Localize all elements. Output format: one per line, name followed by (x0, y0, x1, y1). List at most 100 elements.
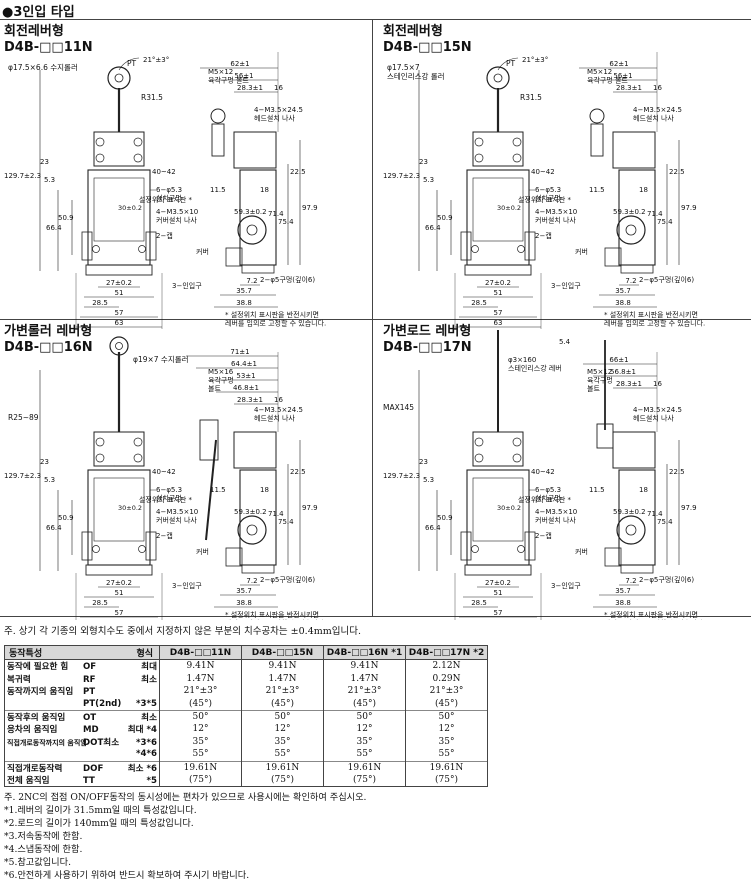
pt-label: PT (127, 59, 137, 68)
drawing-circle (133, 153, 143, 163)
dimension-label: 75.4 (657, 518, 673, 526)
radius-label: R31.5 (520, 93, 542, 102)
dimension-label: 18 (639, 186, 648, 194)
dimension-label: 71.4 (647, 510, 663, 518)
screw-label: 육각구멍 볼트 (208, 76, 249, 85)
spec-label-part: RF (83, 674, 96, 685)
drawing-circle (474, 437, 484, 447)
drawing-outline (464, 564, 532, 576)
spec-value: 19.61N (241, 760, 324, 774)
dimension-label: 97.9 (681, 204, 697, 212)
dimension-label: 22.5 (290, 168, 306, 176)
dimension-label: 22.5 (669, 168, 685, 176)
drawing-circle (471, 545, 479, 553)
spec-label-part: 전체 움직임 (7, 775, 50, 786)
dimension-label: 66±1 (609, 356, 628, 364)
spec-value: 21°±3° (405, 684, 488, 698)
dimension-label: 커버설치 나사 (535, 216, 576, 225)
dimension-label: 75.4 (657, 218, 673, 226)
dimension-label: 63 (115, 619, 124, 620)
dimension-label: 6−φ5.3 (535, 486, 561, 494)
grid-line (0, 19, 751, 20)
spec-label-part: *5 (146, 775, 157, 786)
side-note: * 설정위치 표시판을 반전시키면 (604, 310, 698, 319)
drawing-circle (471, 245, 479, 253)
drawing-outline (85, 564, 153, 576)
dimension-label: 2−캡 (156, 532, 173, 540)
dimension-label: 18 (260, 486, 269, 494)
drawing-outline (604, 247, 622, 267)
dimension-label: 35.7 (615, 287, 631, 295)
dimension-label: 71±1 (230, 348, 249, 356)
dimension-label: 7.2 (625, 577, 636, 585)
quadrant-title: 회전레버형 (4, 24, 64, 39)
dimension-label: 커버설치 나사 (156, 516, 197, 525)
dimension-label: 2−φ5구멍(깊이6) (260, 575, 315, 584)
spec-value: 12° (323, 722, 406, 736)
dimension-label: 27±0.2 (106, 579, 132, 587)
drawing-circle (512, 453, 522, 463)
drawing-outline (81, 231, 93, 261)
roller-label: φ19×7 수지롤러 (133, 355, 189, 364)
dimension-label: 5.3 (423, 476, 434, 484)
dimension-label: 23 (40, 158, 49, 166)
drawing-outline (472, 177, 524, 242)
spec-value: (45°) (241, 697, 324, 711)
spec-value: 1.47N (241, 672, 324, 685)
dimension-label: 40~42 (152, 168, 176, 176)
dimension-label: 62±1 (609, 60, 628, 68)
drawing-circle (95, 453, 105, 463)
dimension-label: 16 (274, 84, 283, 92)
spec-value: 21°±3° (241, 684, 324, 698)
dimension-label: 28.3±1 (237, 84, 263, 92)
drawing-outline (233, 431, 277, 469)
drawing-outline (464, 264, 532, 276)
dimension-label: 71.4 (647, 210, 663, 218)
side-note: 레버를 임의로 고정할 수 있습니다. (604, 319, 705, 328)
dimension-label: 35.7 (615, 587, 631, 595)
dimension-label: 59.3±0.2 (613, 208, 646, 216)
dimension-label: 4−M3.5×24.5 (633, 406, 682, 414)
drawing-circle (517, 245, 525, 253)
dimension-label: 59.3±0.2 (234, 208, 267, 216)
dimension-label: 2−φ5구멍(깊이6) (260, 275, 315, 284)
dimension-label: 51 (115, 289, 124, 297)
side-note: 레버를 임의로 고정할 수 있습니다. (604, 619, 705, 621)
dimension-label: 3−인입구 (551, 581, 581, 590)
dimension-label: 헤드설치 나사 (254, 414, 295, 423)
dimension-label: 18 (639, 486, 648, 494)
drawing-circle (237, 215, 267, 245)
drawing-outline (225, 547, 243, 567)
side-note: 레버를 임의로 고정할 수 있습니다. (225, 319, 326, 328)
drawing-circle (92, 545, 100, 553)
drawing-circle (237, 515, 267, 545)
drawing-outline (466, 469, 530, 566)
drawing-circle (246, 524, 258, 536)
drawing-circle (246, 224, 258, 236)
dimension-label: 129.7±2.3 (4, 172, 41, 180)
drawing-outline (199, 419, 219, 461)
dimension-label: 57 (115, 609, 124, 617)
dimension-label: 30±0.2 (118, 204, 142, 212)
drawing-circle (474, 153, 484, 163)
screw-label: M5×12 (587, 368, 612, 376)
dimension-label: 97.9 (681, 504, 697, 512)
spec-value: (45°) (159, 697, 242, 711)
screw-label: 볼트 (208, 384, 221, 393)
side-note: * 설정위치 표시판을 반전시키면 (225, 310, 319, 319)
spec-value: (75°) (159, 773, 242, 787)
indicator-label: 설정위치 표시판 * (139, 495, 193, 504)
dimension-label: 4−M3.5×24.5 (633, 106, 682, 114)
footnote-line: *5.참고값입니다. (4, 857, 71, 868)
drawing-outline (81, 531, 93, 561)
drawing-outline (211, 123, 225, 157)
drawing-outline (233, 131, 277, 169)
dimension-label: 설치구멍 (156, 494, 182, 503)
dimension-label: 57 (494, 609, 503, 617)
dimension-label: 27±0.2 (106, 279, 132, 287)
spec-header-cell: D4B-□□11N (159, 645, 242, 660)
